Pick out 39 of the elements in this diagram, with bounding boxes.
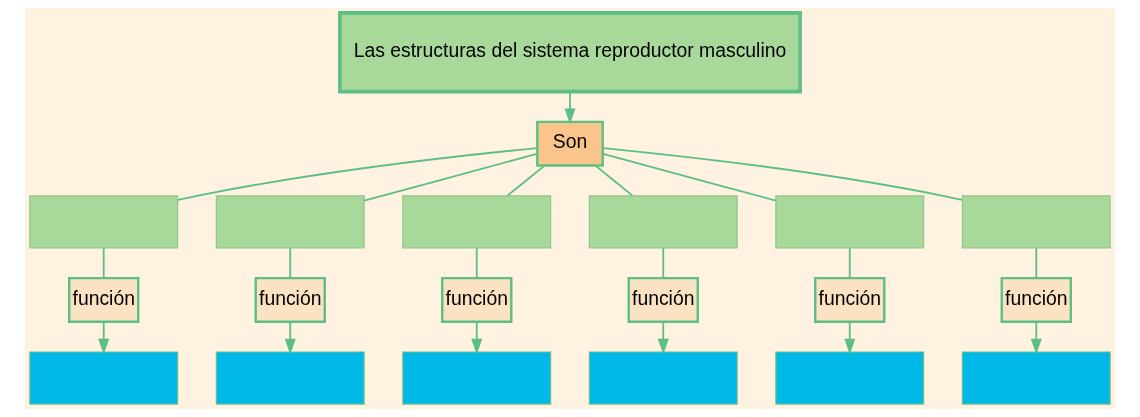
connector [1035,247,1038,279]
node-box [961,195,1111,249]
node-box: función [1000,276,1072,323]
node-box [29,351,179,405]
arrow [657,320,669,355]
arrow [844,320,856,355]
node-box [215,195,365,249]
node-box: función [441,276,513,323]
connector [594,164,634,197]
node-box [588,351,738,405]
connector [662,247,665,279]
arrow [1030,320,1042,355]
connector [602,147,964,201]
arrow [98,320,110,355]
arrow [564,90,576,125]
node-box: Son [536,120,604,167]
node-box: función [627,276,699,323]
node-box [775,351,925,405]
node-box [402,351,552,405]
node-box: función [68,276,140,323]
arrow [284,320,296,355]
node-box: función [814,276,886,323]
node-box [961,351,1111,405]
node-box [215,351,365,405]
node-box: Las estructuras del sistema reproductor masculino [338,11,802,94]
connector [289,247,292,279]
connector [102,247,105,279]
node-box [402,195,552,249]
connector [848,247,851,279]
connector [176,147,538,201]
connector [602,153,777,202]
arrow [471,320,483,355]
connector [475,247,478,279]
connector [363,153,538,202]
node-box [588,195,738,249]
node-box [775,195,925,249]
node-box [29,195,179,249]
node-box: función [254,276,326,323]
connector [506,164,546,197]
